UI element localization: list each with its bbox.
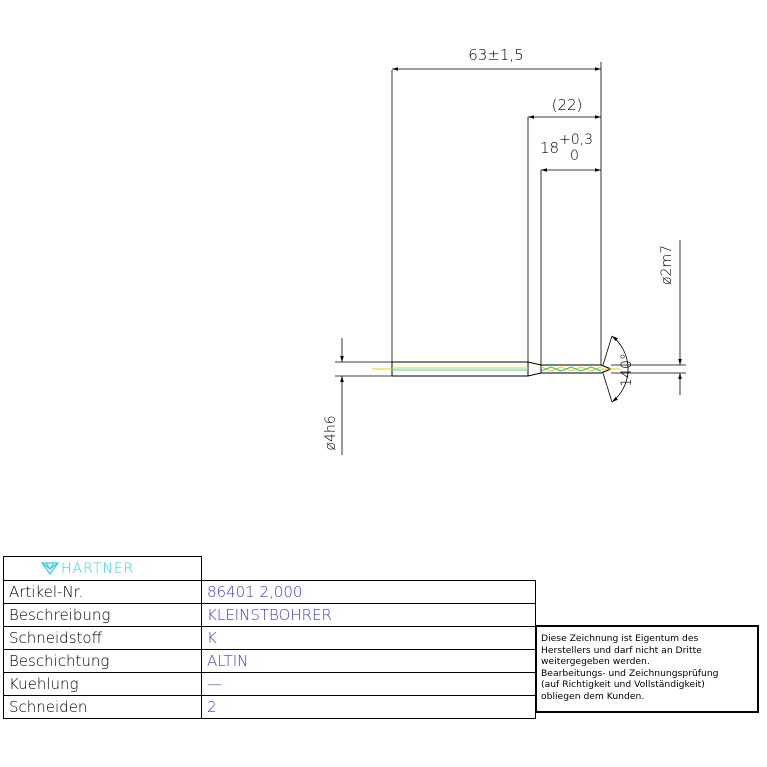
drill-body	[391, 361, 612, 377]
dim-flute-length: 18	[540, 139, 559, 157]
row-label: Beschreibung	[3, 603, 202, 627]
dimension-lines	[340, 67, 682, 455]
drill-centerline	[372, 366, 620, 372]
table-row: Beschreibung KLEINSTBOHRER	[3, 603, 536, 627]
table-row: Artikel-Nr. 86401 2,000	[3, 580, 536, 604]
note-line: Diese Zeichnung ist Eigentum des	[541, 633, 699, 644]
table-row: Kuehlung —	[3, 672, 536, 696]
blank-cell	[201, 556, 536, 581]
row-label: Beschichtung	[3, 649, 202, 673]
note-line: obliegen dem Kunden.	[541, 690, 645, 702]
dim-shank-diameter: ø4h6	[323, 415, 339, 450]
note-line: weitergegeben werden.	[541, 656, 650, 668]
row-label: Schneidstoff	[3, 626, 202, 650]
hartner-logo-icon	[40, 562, 60, 576]
row-label: Kuehlung	[3, 672, 202, 696]
row-value: 2	[201, 695, 536, 719]
row-value: K	[201, 626, 536, 650]
table-row: Schneiden 2	[3, 695, 536, 719]
dim-tip-diameter: ø2m7	[659, 245, 675, 285]
dim-total-length: 63±1,5	[468, 46, 524, 64]
row-label: Schneiden	[3, 695, 202, 719]
dim-reference-length: (22)	[552, 96, 583, 114]
dim-point-angle: 140°	[619, 353, 635, 387]
table-row: Schneidstoff K	[3, 626, 536, 650]
note-line: Herstellers und darf nicht an Dritte	[541, 644, 702, 656]
ownership-note: Diese Zeichnung ist Eigentum des Herstel…	[535, 625, 759, 713]
logo-cell: HARTNER	[3, 556, 202, 581]
note-line: (auf Richtigkeit und Vollständigkeit)	[541, 679, 705, 691]
dim-flute-tol-lower: 0	[570, 148, 579, 164]
extension-lines	[335, 62, 686, 377]
table-row: Beschichtung ALTIN	[3, 649, 536, 673]
logo-text: HARTNER	[61, 561, 135, 577]
note-line: Bearbeitungs- und Zeichnungsprüfung	[541, 667, 719, 679]
row-value: —	[201, 672, 536, 696]
hartner-logo: HARTNER	[9, 561, 134, 577]
technical-drawing: 63±1,5 (22) 18 +0,3 0 ø2m7 ø4h6 140°	[323, 46, 686, 455]
row-value: KLEINSTBOHRER	[201, 603, 536, 627]
row-label: Artikel-Nr.	[3, 580, 202, 604]
title-block: HARTNER Artikel-Nr. 86401 2,000 Beschrei…	[3, 556, 536, 719]
row-value: ALTIN	[201, 649, 536, 673]
row-value: 86401 2,000	[201, 580, 536, 604]
dim-flute-tol-upper: +0,3	[559, 132, 593, 148]
